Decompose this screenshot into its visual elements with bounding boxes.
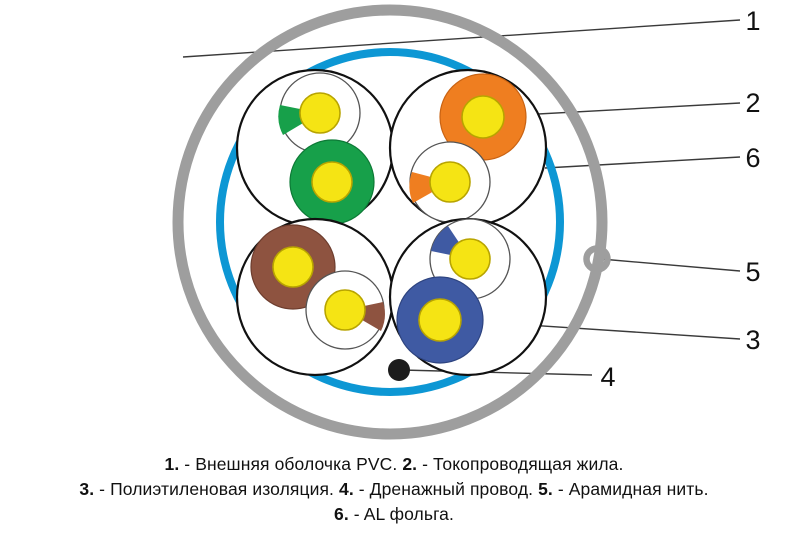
legend-sep-2: -	[417, 454, 433, 474]
blue-conductor-core	[418, 298, 462, 342]
orange-conductor-core	[461, 95, 505, 139]
brown-pair	[235, 217, 395, 377]
callout-number-2: 2	[745, 88, 760, 118]
callout-number-5: 5	[745, 257, 760, 287]
legend-num-5: 5.	[538, 479, 553, 499]
leader-line-4	[401, 369, 593, 376]
brown-striped-conductor-core	[324, 289, 366, 331]
legend-text-2: Токопроводящая жила.	[432, 454, 624, 474]
legend-line-3: 6. - AL фольга.	[0, 502, 788, 527]
callout-number-4: 4	[600, 362, 615, 392]
legend-num-1: 1.	[164, 454, 180, 474]
green-solid-conductor-core	[311, 161, 353, 203]
blue-striped-conductor-core	[449, 238, 491, 280]
callout-numbers: 1 2 6 5 3 4	[600, 6, 760, 392]
legend-text-5: Арамидная нить.	[568, 479, 709, 499]
legend-text-3: Полиэтиленовая изоляция.	[110, 479, 335, 499]
legend-num-6: 6.	[334, 504, 349, 524]
legend-sep-1: -	[179, 454, 196, 474]
legend-text-4: Дренажный провод.	[369, 479, 534, 499]
leader-line-6	[544, 156, 741, 169]
blue-pair	[388, 217, 548, 377]
legend-num-4: 4.	[338, 479, 354, 499]
drain-wire	[388, 359, 410, 381]
legend-num-2: 2.	[402, 454, 418, 474]
legend-text-1: Внешняя оболочка PVC.	[195, 454, 398, 474]
outer-pvc-jacket	[172, 4, 608, 440]
orange-striped-conductor-core	[429, 161, 471, 203]
leader-line-1	[182, 19, 741, 58]
orange-solid-wire	[439, 73, 527, 161]
green-solid-wire	[289, 139, 375, 225]
blue-solid-wire	[396, 276, 484, 364]
legend-text-6: AL фольга.	[363, 504, 454, 524]
legend-sep-3: -	[94, 479, 111, 499]
legend-num-3: 3.	[79, 479, 95, 499]
leader-line-5	[600, 258, 741, 272]
aluminium-foil-shield	[216, 48, 564, 396]
green-pair	[235, 68, 395, 228]
legend-caption: 1. - Внешняя оболочка PVC. 2. - Токопров…	[0, 452, 788, 527]
white-orange-striped-wire	[409, 141, 491, 223]
legend-sep-6: -	[348, 504, 364, 524]
legend-sep-5: -	[552, 479, 569, 499]
callout-number-1: 1	[745, 6, 760, 36]
aramid-yarn	[583, 245, 611, 273]
orange-pair	[388, 68, 548, 228]
callout-number-6: 6	[745, 143, 760, 173]
white-green-striped-wire	[278, 72, 361, 154]
legend-sep-4: -	[353, 479, 370, 499]
white-brown-striped-wire	[305, 270, 385, 350]
legend-line-2: 3. - Полиэтиленовая изоляция. 4. - Дрена…	[0, 477, 788, 502]
green-striped-conductor-core	[299, 92, 341, 134]
legend-line-1: 1. - Внешняя оболочка PVC. 2. - Токопров…	[0, 452, 788, 477]
callout-number-3: 3	[745, 325, 760, 355]
brown-conductor-core	[272, 246, 314, 288]
